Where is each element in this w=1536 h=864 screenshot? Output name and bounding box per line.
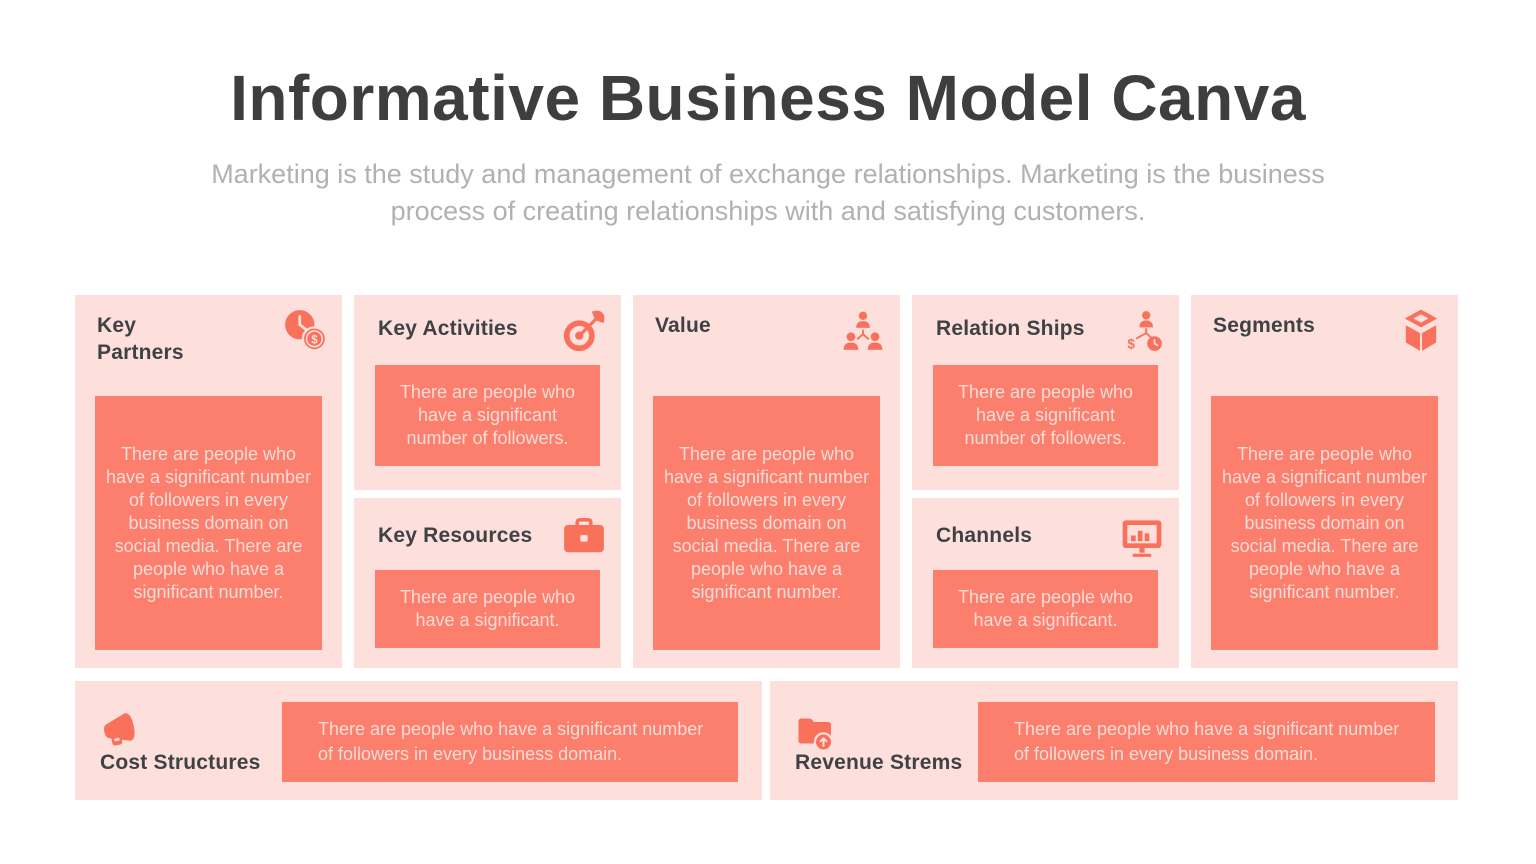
- org-chart-people-icon: [840, 308, 886, 354]
- person-money-time-icon: $: [1119, 308, 1165, 354]
- card-title: Relation Ships: [936, 317, 1085, 340]
- column-segments: Segments There are people who have a sig…: [1191, 295, 1458, 668]
- card-title: Channels: [936, 524, 1033, 547]
- open-box-icon: [1398, 308, 1444, 354]
- bottom-row: Cost Structures There are people who hav…: [75, 681, 1458, 800]
- card-title: Segments: [1213, 314, 1315, 337]
- page-title: Informative Business Model Canva: [230, 62, 1306, 134]
- column-value: Value There are people who have a signif…: [633, 295, 900, 668]
- card-key-activities: Key Activities There are people who have…: [354, 295, 621, 490]
- column-key-partners: Key Partners $ There are people who have…: [75, 295, 342, 668]
- monitor-bar-chart-icon: [1119, 513, 1165, 559]
- card-cost-structures: Cost Structures There are people who hav…: [75, 681, 762, 800]
- svg-text:$: $: [1127, 336, 1135, 351]
- card-body: There are people who have a significant …: [957, 382, 1134, 448]
- canvas-grid: Key Partners $ There are people who have…: [75, 295, 1458, 668]
- page-subtitle: Marketing is the study and management of…: [0, 156, 1536, 230]
- target-icon: [561, 308, 607, 354]
- card-segments: Segments There are people who have a sig…: [1191, 295, 1458, 668]
- card-title: Key Resources: [378, 524, 533, 547]
- card-title: Value: [655, 314, 711, 337]
- card-body-box: There are people who have a significant …: [375, 365, 600, 466]
- card-body: There are people who have a significant …: [663, 443, 870, 602]
- card-body-box: There are people who have a significant …: [933, 365, 1158, 466]
- folder-upload-icon: [794, 709, 838, 753]
- card-body-box: There are people who have a significant …: [282, 702, 738, 782]
- megaphone-icon: [99, 709, 143, 753]
- card-channels: Channels There are people who have a sig…: [912, 498, 1179, 668]
- card-body-box: There are people who have a significant …: [653, 396, 880, 650]
- card-body: There are people who have a significant.: [957, 587, 1134, 630]
- card-key-partners: Key Partners $ There are people who have…: [75, 295, 342, 668]
- card-body: There are people who have a significant …: [105, 443, 312, 602]
- card-body-box: There are people who have a significant …: [978, 702, 1435, 782]
- card-title: Key Partners: [97, 314, 184, 364]
- card-body: There are people who have a significant.: [399, 587, 576, 630]
- column-key-activities: Key Activities There are people who have…: [354, 295, 621, 668]
- card-body-box: There are people who have a significant …: [1211, 396, 1438, 650]
- card-body: There are people who have a significant …: [1221, 443, 1428, 602]
- card-revenue-strems: Revenue Strems There are people who have…: [770, 681, 1458, 800]
- svg-text:$: $: [311, 334, 318, 346]
- briefcase-icon: [561, 513, 607, 559]
- card-body-box: There are people who have a significant.: [375, 570, 600, 648]
- card-title: Key Activities: [378, 317, 518, 340]
- page-subtitle-line-1: Marketing is the study and management of…: [211, 159, 1325, 189]
- card-body: There are people who have a significant …: [318, 719, 704, 764]
- card-body: There are people who have a significant …: [399, 382, 576, 448]
- time-money-icon: $: [282, 308, 328, 354]
- card-value: Value There are people who have a signif…: [633, 295, 900, 668]
- card-body: There are people who have a significant …: [1014, 719, 1400, 764]
- column-relation-ships: Relation Ships $ There are people who ha…: [912, 295, 1179, 668]
- card-body-box: There are people who have a significant.: [933, 570, 1158, 648]
- card-relation-ships: Relation Ships $ There are people who ha…: [912, 295, 1179, 490]
- page-subtitle-line-2: process of creating relationships with a…: [390, 196, 1146, 226]
- card-key-resources: Key Resources There are people who have …: [354, 498, 621, 668]
- card-title: Revenue Strems: [795, 751, 963, 774]
- card-body-box: There are people who have a significant …: [95, 396, 322, 650]
- card-title: Cost Structures: [100, 751, 261, 774]
